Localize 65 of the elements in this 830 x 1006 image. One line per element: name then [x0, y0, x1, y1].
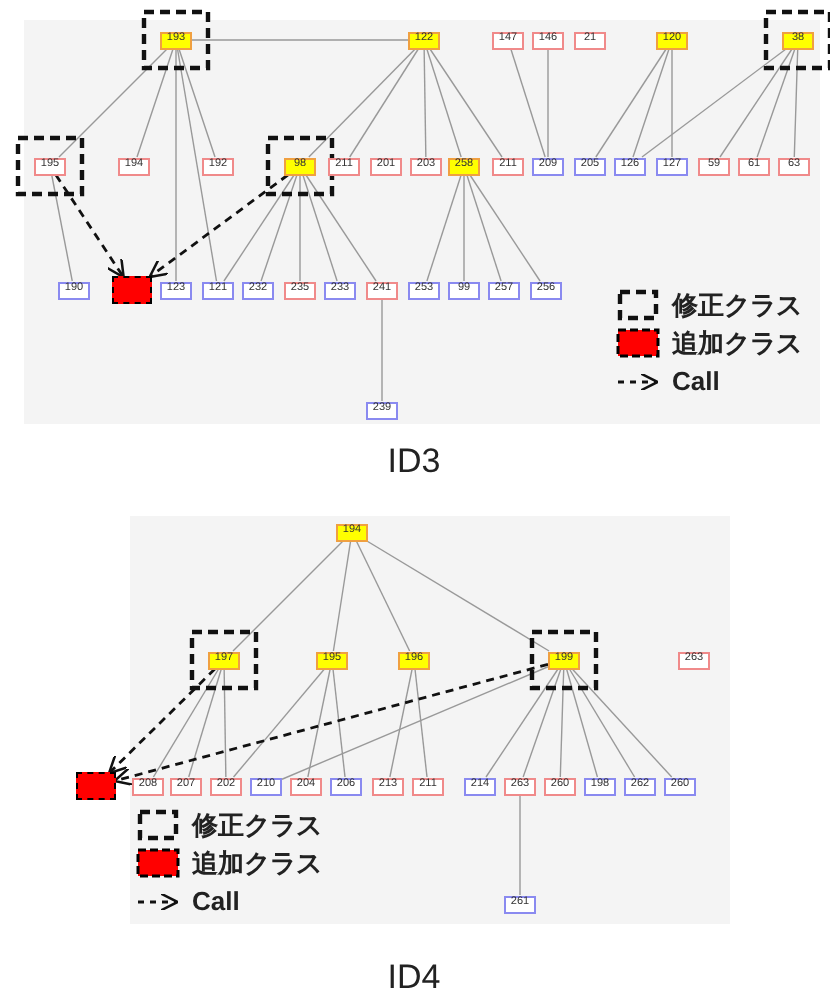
connector-line [308, 48, 416, 158]
connector-line [632, 48, 670, 158]
connector-line [429, 48, 503, 158]
connector-line [260, 174, 298, 282]
added-class-box [112, 276, 152, 304]
connector-line [58, 48, 168, 158]
connector-line [463, 174, 465, 282]
connector-line [355, 540, 411, 652]
connector-line [519, 794, 521, 896]
connector-line [302, 174, 338, 282]
connector-line [426, 174, 462, 282]
call-arrow [54, 174, 125, 279]
connector-line [305, 174, 377, 282]
connector-line [366, 540, 550, 652]
connector-line [510, 48, 546, 158]
connector-line [188, 668, 222, 778]
connector-line [223, 668, 227, 778]
connector-line [469, 174, 541, 282]
connector-line [136, 48, 174, 158]
call-arrow [148, 173, 289, 279]
figure-caption: ID3 [387, 442, 441, 482]
connector-line [299, 174, 301, 282]
connector-line [547, 48, 549, 158]
connector-line [175, 48, 177, 282]
connector-line [756, 48, 796, 158]
connector-line [565, 668, 599, 778]
connector-line [719, 48, 793, 158]
call-arrow [113, 662, 549, 787]
connector-line [414, 668, 428, 778]
connector-line [671, 48, 673, 158]
connector-line [595, 48, 667, 158]
connector-line [281, 666, 549, 780]
legend-label: Call [672, 366, 720, 398]
figure-caption: ID4 [387, 958, 441, 998]
connector-line [485, 668, 559, 778]
legend-label: Call [192, 886, 240, 918]
connector-line [522, 668, 562, 778]
connector-line [176, 48, 218, 282]
connector-line [466, 174, 502, 282]
connector-line [178, 48, 216, 158]
call-arrow [107, 668, 216, 775]
connector-line [232, 668, 326, 778]
connector-line [152, 668, 220, 778]
connector-line [332, 540, 352, 652]
legend-label: 修正クラス [192, 810, 322, 842]
added-class-box [76, 772, 116, 800]
connector-line [232, 540, 344, 652]
legend-label: 追加クラス [672, 328, 802, 360]
connector-line [559, 668, 565, 778]
connector-line [307, 668, 331, 778]
connector-line [793, 48, 799, 158]
connector-line [191, 39, 409, 41]
connector-line [223, 174, 295, 282]
connector-line [389, 668, 413, 778]
legend-label: 修正クラス [672, 290, 802, 322]
connector-line [51, 174, 73, 282]
connector-line [641, 48, 787, 158]
connector-line [571, 668, 673, 778]
connector-line [568, 668, 636, 778]
connector-line [423, 48, 427, 158]
legend-label: 追加クラス [192, 848, 322, 880]
connector-line [332, 668, 346, 778]
connector-line [381, 298, 383, 402]
connector-line [349, 48, 419, 158]
connector-line [426, 48, 462, 158]
